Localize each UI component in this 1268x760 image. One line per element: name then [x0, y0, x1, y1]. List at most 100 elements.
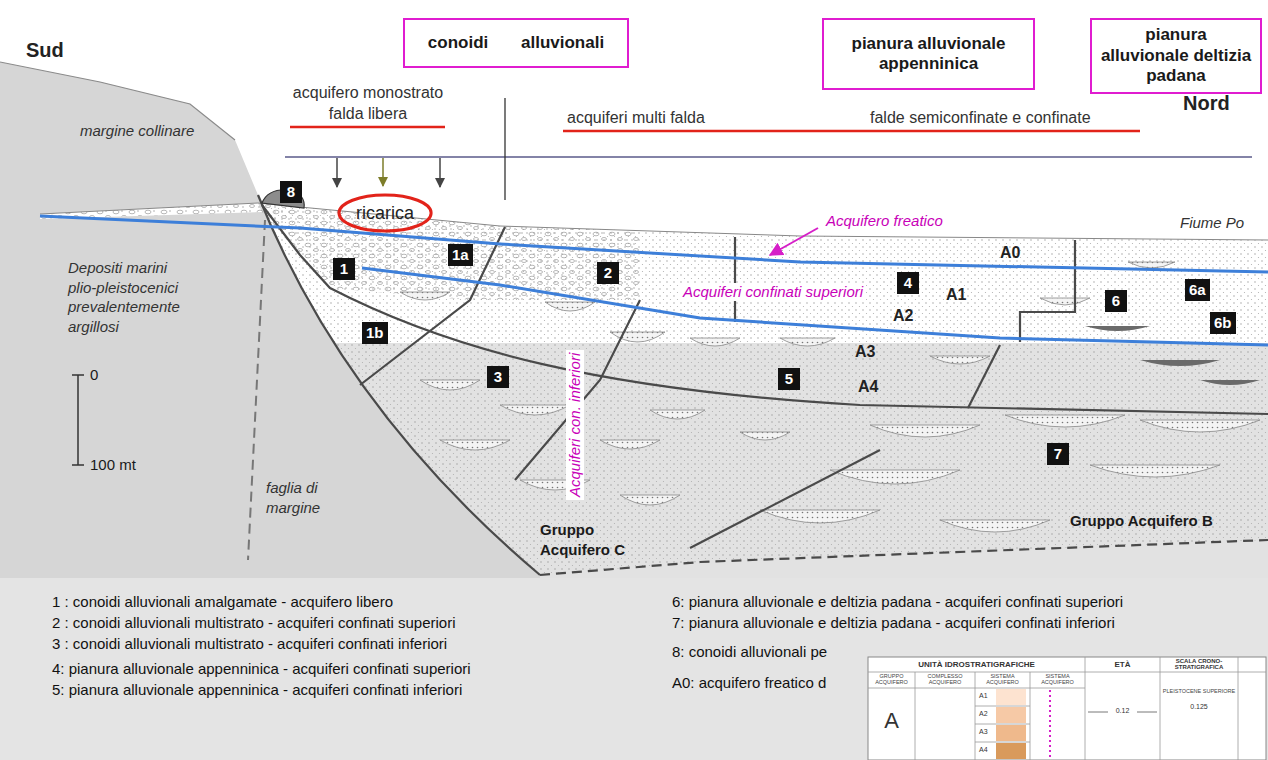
recharge-label: ricarica [356, 203, 414, 224]
stratigraphy-table [996, 707, 1026, 723]
callout-text: 1a [452, 245, 469, 265]
gravel-lens [620, 495, 680, 505]
aquifer-code: A1 [946, 285, 966, 304]
margin-fault [248, 220, 265, 560]
callout-number: 4 [897, 272, 919, 294]
group-label: Gruppo Acquifero B [1070, 512, 1213, 530]
legend-panel [0, 578, 1268, 760]
table-cell: A [868, 708, 915, 734]
annotation: Acquifero freatico [826, 212, 943, 230]
legend-line: 4: pianura alluvionale appenninica - acq… [52, 660, 471, 678]
legend-line: 2 : conoidi alluvionali multistrato - ac… [52, 614, 456, 632]
scale-bar [72, 464, 84, 466]
zone-title-box: pianura alluvionale appenninica [822, 18, 1035, 90]
aquifer-code: A2 [893, 306, 913, 325]
table-cell: 0.125 [1160, 703, 1238, 711]
place-label: margine collinare [80, 122, 194, 140]
callout-number: 6 [1105, 290, 1127, 312]
leader-arrow [770, 228, 818, 255]
callout-text: 7 [1051, 444, 1065, 464]
callout-number: 2 [597, 262, 619, 284]
aquifer-code: A4 [858, 377, 878, 396]
annotation: Acquiferi confinati superiori [680, 283, 866, 301]
legend-line: 1 : conoidi alluvionali amalgamate - acq… [52, 593, 393, 611]
recharge-arrow [382, 158, 384, 186]
table-header: SISTEMA ACQUIFERO [975, 674, 1030, 686]
aquifer-type: acquiferi multi falda [567, 108, 705, 127]
gravel-lens [1140, 420, 1260, 432]
legend-line: 5: pianura alluvionale appenninica - acq… [52, 681, 462, 699]
scale-bar [72, 375, 84, 465]
zone-title-box: conoidi alluvionali [403, 18, 629, 68]
legend-line: 8: conoidi alluvionali pe [672, 643, 827, 661]
table-header: GRUPPO ACQUIFERO [868, 674, 915, 686]
aquifer-code: A3 [855, 342, 875, 361]
gravel-lens [1040, 298, 1090, 305]
gravel-lens [650, 410, 705, 419]
recharge-arrow [439, 158, 441, 187]
stratigraphy-table [868, 657, 1266, 760]
gravel-lens [830, 470, 960, 484]
legend-line: 6: pianura alluvionale e deltizia padana… [672, 593, 1123, 611]
direction-label: Nord [1183, 91, 1230, 115]
table-header: COMPLESSO ACQUIFERO [915, 674, 975, 686]
group-label: Gruppo Acquifero C [540, 520, 640, 559]
callout-number: 5 [778, 368, 800, 390]
water-table [362, 268, 1268, 345]
water-table [40, 216, 1268, 345]
callout-number: 6b [1210, 312, 1236, 334]
gravel-lens [1128, 262, 1175, 268]
stratigraphy-table [996, 689, 1026, 705]
header-rule [285, 98, 1252, 200]
gravel-lens [400, 262, 1260, 532]
callout-number: 6a [1185, 279, 1210, 301]
callout-text: 1b [366, 323, 384, 343]
box-title: pianura alluvionale deltizia padana [1100, 25, 1252, 86]
gravel-lens [940, 520, 1050, 532]
legend-line: 3 : conoidi alluvionali multistrato - ac… [52, 635, 447, 653]
gravel-lens [545, 302, 595, 311]
callout-number: 1 [333, 258, 355, 280]
alluvial-sediments [40, 195, 1268, 575]
header-rule [504, 98, 505, 200]
annotation: Acquiferi con. inferiori [566, 350, 584, 500]
header-rule [563, 130, 1140, 133]
callout-text: 6a [1189, 280, 1206, 300]
aquifer-type: acquifero monostrato [283, 83, 453, 102]
unit-boundary [1020, 240, 1075, 342]
callout-text: 6 [1109, 291, 1123, 311]
callout-number: 8 [280, 181, 302, 203]
table-cell: A2 [979, 710, 988, 718]
table-header: UNITÀ IDROSTRATIGRAFICHE [868, 660, 1085, 670]
hill-and-marine-deposits [0, 62, 235, 140]
stratigraphy-table [868, 657, 1266, 760]
unit-boundary [258, 195, 540, 575]
gravel-lens [400, 292, 450, 300]
callout-number: 3 [487, 366, 509, 388]
legend-panel [0, 578, 1268, 760]
stratigraphy-table [996, 725, 1026, 741]
unit-boundary [360, 227, 505, 385]
stratigraphy-table [996, 743, 1026, 759]
callout-text: 6b [1214, 313, 1232, 333]
zone-title-box: pianura alluvionale deltizia padana [1090, 18, 1262, 94]
callout-text: 8 [284, 182, 298, 202]
box-title: conoidi alluvionali [428, 33, 604, 53]
water-table [40, 216, 1268, 272]
aquifer-type: falda libera [283, 104, 453, 123]
callout-text: 3 [491, 367, 505, 387]
gravel-lens [440, 440, 510, 450]
aquifer-code: A0 [1000, 243, 1020, 262]
table-cell: PLEISTOCENE SUPERIORE [1160, 689, 1238, 695]
alluvial-sediments [40, 203, 1268, 240]
callout-number: 1a [448, 244, 473, 266]
unit-boundary [734, 237, 736, 322]
stratigraphy-table [868, 657, 1266, 760]
fault-label: faglia di margine [266, 478, 346, 517]
clay-lens [1085, 326, 1150, 331]
table-cell: A1 [979, 692, 988, 700]
leader-arrow [770, 228, 818, 255]
gravel-lens [600, 440, 660, 449]
gravel-lens [870, 425, 980, 437]
